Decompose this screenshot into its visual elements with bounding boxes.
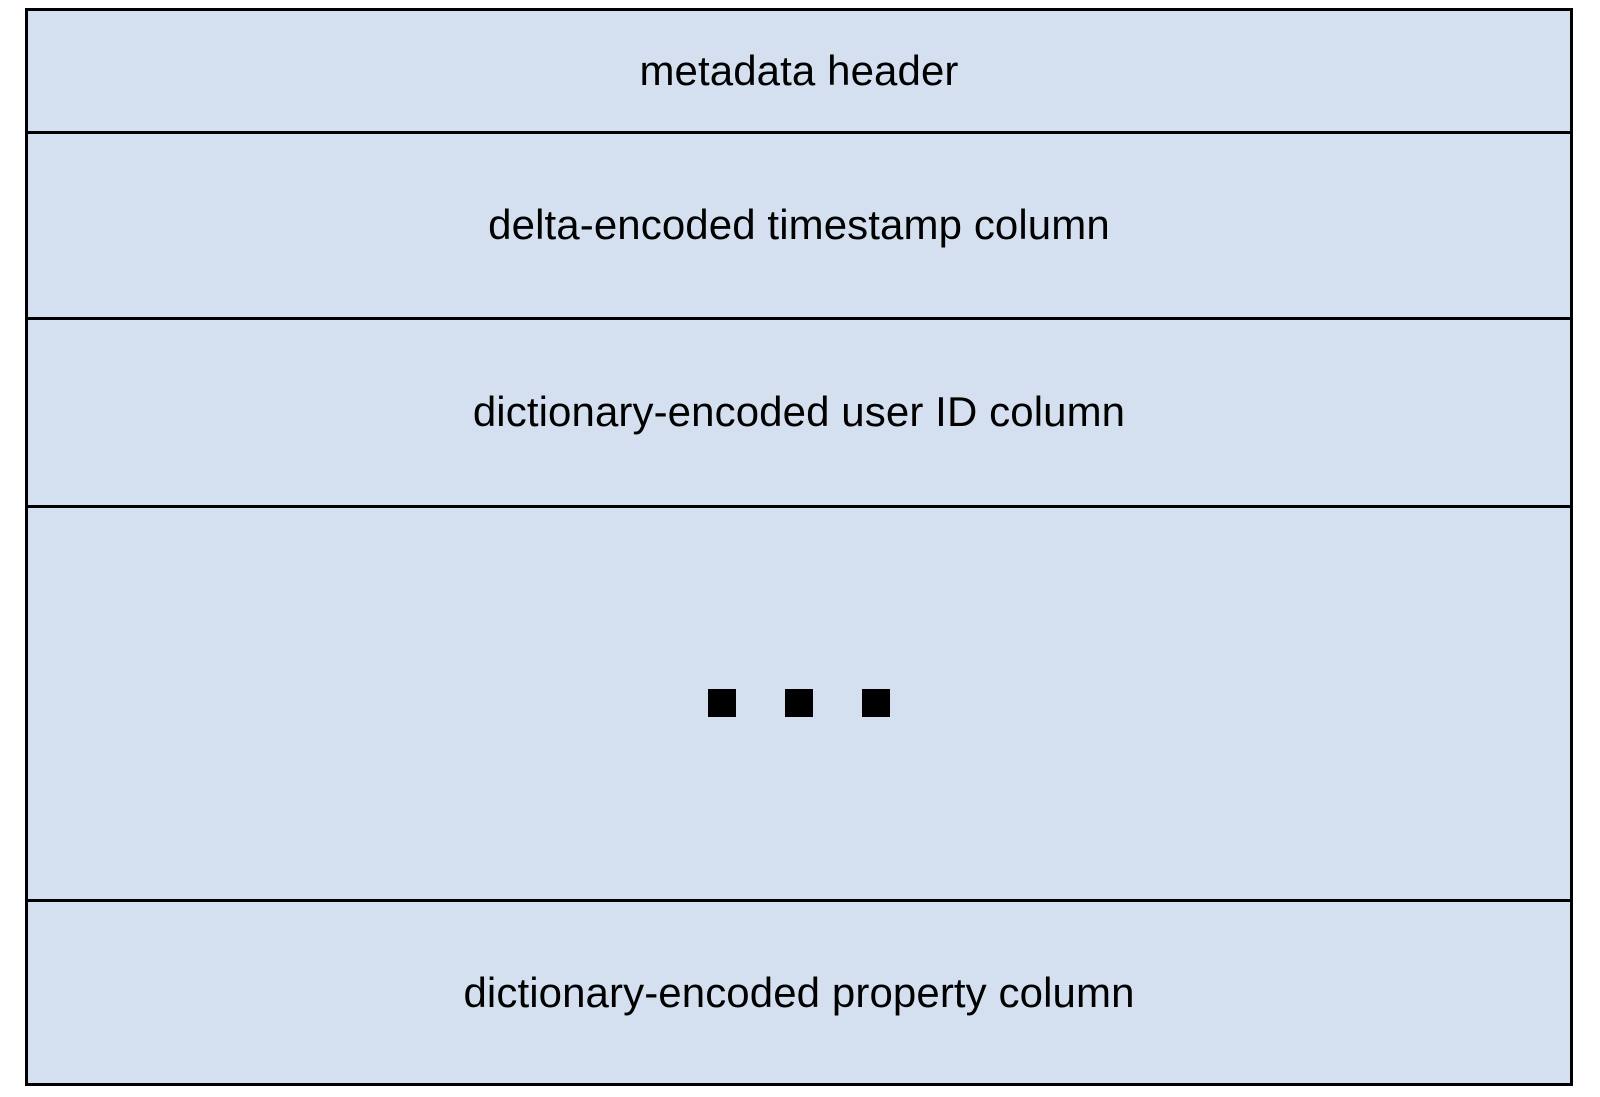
ellipsis-group — [708, 689, 890, 718]
block-row-label: metadata header — [639, 46, 959, 94]
block-row-label: dictionary-encoded property column — [463, 968, 1135, 1016]
ellipsis-square-icon — [862, 689, 890, 718]
block-stack: metadata header delta-encoded timestamp … — [25, 8, 1573, 1086]
ellipsis-square-icon — [785, 689, 813, 718]
block-row-metadata-header: metadata header — [28, 11, 1570, 134]
block-row-continuation-ellipsis — [28, 507, 1570, 903]
block-row-user-id-column: dictionary-encoded user ID column — [28, 319, 1570, 508]
block-row-label: dictionary-encoded user ID column — [472, 388, 1126, 436]
block-row-timestamp-column: delta-encoded timestamp column — [28, 133, 1570, 320]
ellipsis-square-icon — [708, 689, 736, 718]
block-row-property-column: dictionary-encoded property column — [28, 902, 1570, 1083]
block-row-label: delta-encoded timestamp column — [488, 201, 1110, 249]
